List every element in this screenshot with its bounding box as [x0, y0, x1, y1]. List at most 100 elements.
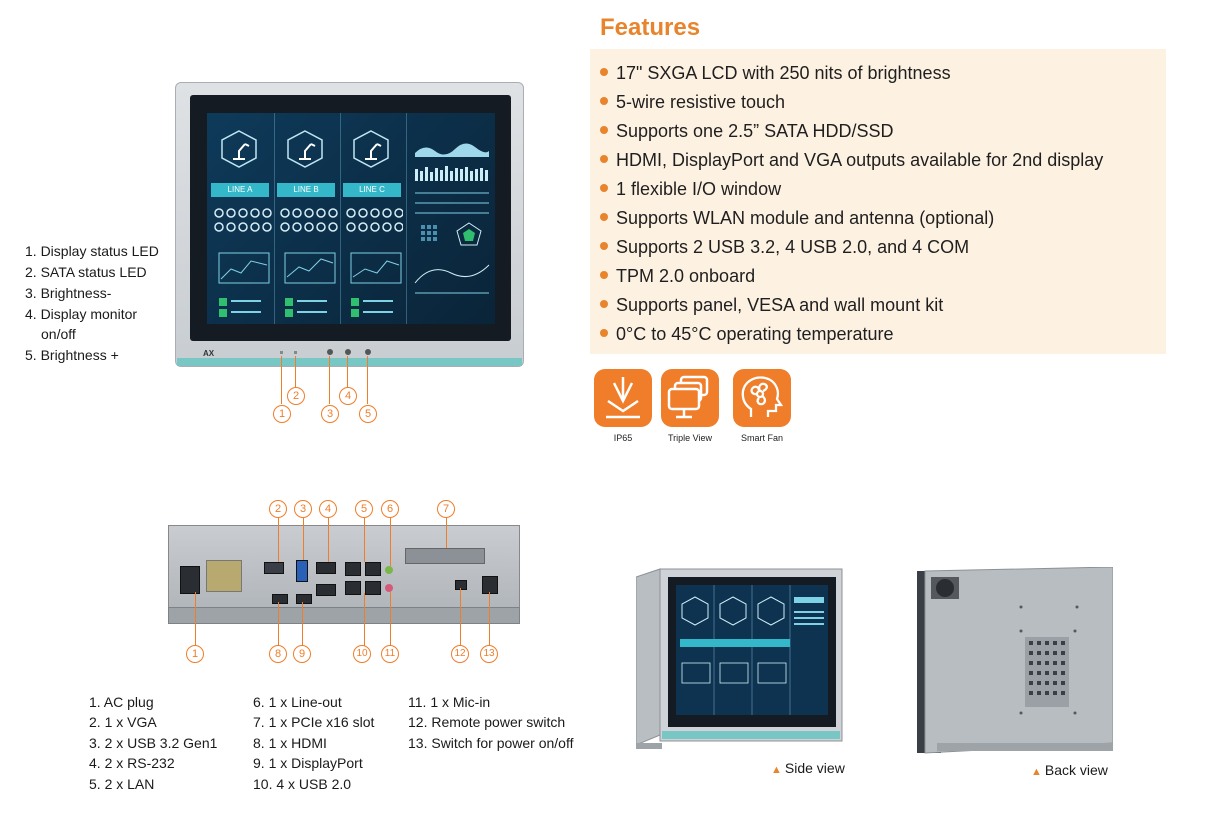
gauge-grid	[214, 208, 403, 232]
callout-line	[390, 592, 392, 646]
line-a-label: LINE A	[211, 183, 269, 197]
display-status-led	[280, 351, 283, 354]
callout-number: 6	[381, 500, 399, 518]
callout-line	[347, 356, 349, 388]
front-label: 3. Brightness-	[25, 285, 112, 301]
pcie-slot	[405, 548, 485, 564]
back-view-image	[917, 567, 1113, 754]
callout-line	[489, 592, 491, 646]
line-b-label: LINE B	[277, 183, 335, 197]
callout-number: 8	[269, 645, 287, 663]
feature-item: Supports WLAN module and antenna (option…	[600, 204, 1166, 233]
feature-item: Supports panel, VESA and wall mount kit	[600, 291, 1166, 320]
callout-number: 9	[293, 645, 311, 663]
feature-item: 17" SXGA LCD with 250 nits of brightness	[600, 59, 1166, 88]
callout-number: 11	[381, 645, 399, 663]
callout-number: 5	[359, 405, 377, 423]
callout-number: 1	[186, 645, 204, 663]
callout-line	[446, 518, 448, 548]
rear-io-base	[168, 607, 520, 624]
callout-line	[303, 518, 305, 560]
feature-item: Supports one 2.5” SATA HDD/SSD	[600, 117, 1166, 146]
bullet-icon	[600, 329, 608, 337]
callout-number: 12	[451, 645, 469, 663]
brightness-up-button[interactable]	[365, 349, 371, 355]
screen-line-charts	[218, 252, 402, 284]
lan-port	[345, 562, 361, 576]
bullet-icon	[600, 184, 608, 192]
callout-line	[195, 592, 197, 646]
screen-column	[207, 113, 275, 324]
io-item: 12. Remote power switch	[408, 714, 566, 730]
side-view-image	[636, 568, 843, 749]
callout-line	[302, 602, 304, 646]
screen-column	[340, 113, 407, 324]
io-item: 10. 4 x USB 2.0	[253, 776, 352, 792]
smart-fan-icon	[733, 369, 791, 427]
triangle-icon: ▲	[1031, 766, 1042, 778]
bullet-icon	[600, 155, 608, 163]
screen-column	[274, 113, 341, 324]
callout-line	[460, 588, 462, 646]
usb20-port	[365, 581, 381, 595]
feature-icon-label: IP65	[613, 433, 633, 443]
brightness-down-button[interactable]	[327, 349, 333, 355]
features-box: 17" SXGA LCD with 250 nits of brightness…	[590, 49, 1166, 354]
callout-line	[329, 356, 331, 404]
callout-number: 13	[480, 645, 498, 663]
callout-number: 2	[287, 387, 305, 405]
bullet-icon	[600, 242, 608, 250]
mic-in-port	[385, 584, 393, 592]
sata-status-led	[294, 351, 297, 354]
front-label: 4. Display monitor	[25, 306, 138, 322]
hdmi-port	[272, 594, 288, 604]
vga-port	[264, 562, 284, 574]
bullet-icon	[600, 300, 608, 308]
front-label: 1. Display status LED	[25, 243, 159, 259]
display-power-button[interactable]	[345, 349, 351, 355]
rs232-port	[316, 562, 336, 574]
front-label: 2. SATA status LED	[25, 264, 147, 280]
displayport-port	[296, 594, 312, 604]
screen-dashboard-panel	[414, 143, 490, 294]
front-logo: AX	[203, 349, 215, 358]
features-title: Features	[600, 14, 701, 41]
feature-item: 0°C to 45°C operating temperature	[600, 320, 1166, 349]
callout-line	[328, 518, 330, 562]
line-out-port	[385, 566, 393, 574]
bullet-icon	[600, 97, 608, 105]
callout-line	[281, 356, 283, 404]
io-item: 1. AC plug	[89, 694, 154, 710]
robot-arm-icon	[221, 130, 257, 168]
callout-line	[364, 593, 366, 646]
callout-number: 1	[273, 405, 291, 423]
robot-arm-icon	[353, 130, 389, 168]
callout-line	[295, 356, 297, 388]
callout-number: 7	[437, 500, 455, 518]
front-accent-strip	[177, 358, 522, 366]
front-label: on/off	[41, 326, 76, 342]
callout-line	[390, 518, 392, 566]
io-item: 5. 2 x LAN	[89, 776, 155, 792]
bullet-icon	[600, 271, 608, 279]
robot-arm-icon	[287, 130, 323, 168]
usb20-port	[345, 581, 361, 595]
io-item: 8. 1 x HDMI	[253, 735, 327, 751]
line-c-label: LINE C	[343, 183, 401, 197]
triple-view-icon	[661, 369, 719, 427]
feature-item: 5-wire resistive touch	[600, 88, 1166, 117]
io-item: 3. 2 x USB 3.2 Gen1	[89, 735, 218, 751]
callout-number: 5	[355, 500, 373, 518]
usb32-port	[296, 560, 308, 582]
io-item: 7. 1 x PCIe x16 slot	[253, 714, 375, 730]
callout-line	[278, 602, 280, 646]
bullet-icon	[600, 68, 608, 76]
feature-item: TPM 2.0 onboard	[600, 262, 1166, 291]
io-item: 11. 1 x Mic-in	[408, 694, 491, 710]
front-label: 5. Brightness +	[25, 347, 119, 363]
io-item: 13. Switch for power on/off	[408, 735, 574, 751]
ac-plug-port	[180, 566, 200, 594]
io-item: 4. 2 x RS-232	[89, 755, 175, 771]
feature-item: HDMI, DisplayPort and VGA outputs availa…	[600, 146, 1166, 175]
io-item: 6. 1 x Line-out	[253, 694, 342, 710]
